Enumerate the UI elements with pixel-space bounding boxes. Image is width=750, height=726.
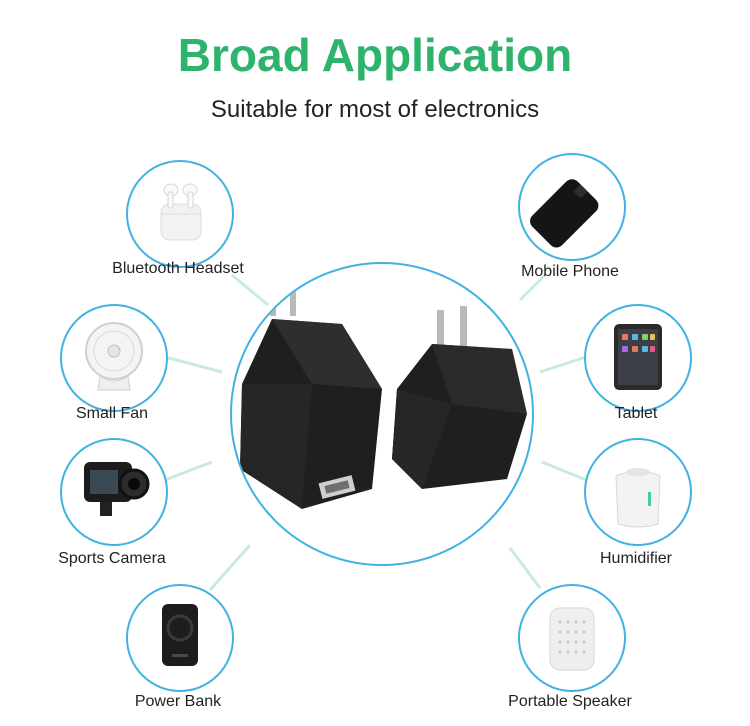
page-title: Broad Application [177, 29, 573, 81]
app-label-powerbank: Power Bank [134, 693, 222, 710]
connector-humidifier [541, 460, 587, 482]
connector-powerbank [208, 544, 252, 591]
phone-icon [530, 179, 599, 248]
app-circle-speaker [518, 584, 626, 692]
earbuds-icon [160, 183, 202, 241]
app-circle-powerbank [126, 584, 234, 692]
connector-headset [231, 273, 269, 307]
app-label-camera: Sports Camera [58, 550, 166, 567]
action-camera-icon [84, 462, 150, 516]
usb-charger-icon [240, 286, 527, 509]
app-circle-humidifier [584, 438, 692, 546]
connector-tablet [539, 355, 587, 374]
fan-icon [85, 322, 143, 391]
app-label-headset: Bluetooth Headset [112, 260, 244, 277]
app-label-humidifier: Humidifier [599, 550, 672, 567]
humidifier-icon [615, 468, 661, 528]
app-label-speaker: Portable Speaker [508, 693, 632, 710]
connector-speaker [508, 547, 542, 589]
charger-circle [230, 262, 534, 566]
app-circle-headset [126, 160, 234, 268]
app-circle-phone [518, 153, 626, 261]
app-label-tablet: Tablet [614, 405, 658, 422]
app-label-phone: Mobile Phone [521, 263, 619, 280]
connector-fan [164, 355, 223, 374]
power-bank-icon [162, 604, 198, 666]
app-circle-fan [60, 304, 168, 412]
tablet-icon [614, 324, 662, 390]
app-circle-camera [60, 438, 168, 546]
connector-camera [164, 460, 213, 482]
app-circle-tablet [584, 304, 692, 412]
connector-phone [518, 273, 547, 302]
page-subtitle: Suitable for most of electronics [210, 96, 540, 123]
speaker-icon [549, 607, 595, 671]
app-label-fan: Small Fan [75, 405, 149, 422]
